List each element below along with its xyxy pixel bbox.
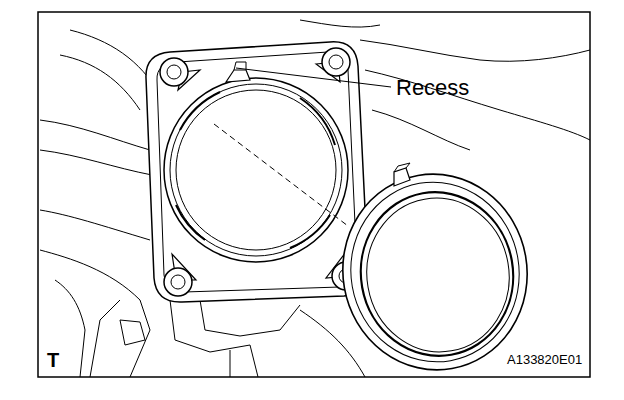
- corner-lugs: [172, 62, 348, 280]
- figure-number: A133820E01: [507, 353, 582, 366]
- flange-plate: [146, 42, 368, 302]
- leader-line: [236, 68, 391, 87]
- alignment-line: [214, 124, 348, 226]
- part-label: Recess: [396, 77, 469, 99]
- gasket-ring: [327, 160, 542, 385]
- bolt-holes: [160, 48, 360, 296]
- bore: [164, 62, 348, 262]
- view-code: T: [47, 350, 59, 370]
